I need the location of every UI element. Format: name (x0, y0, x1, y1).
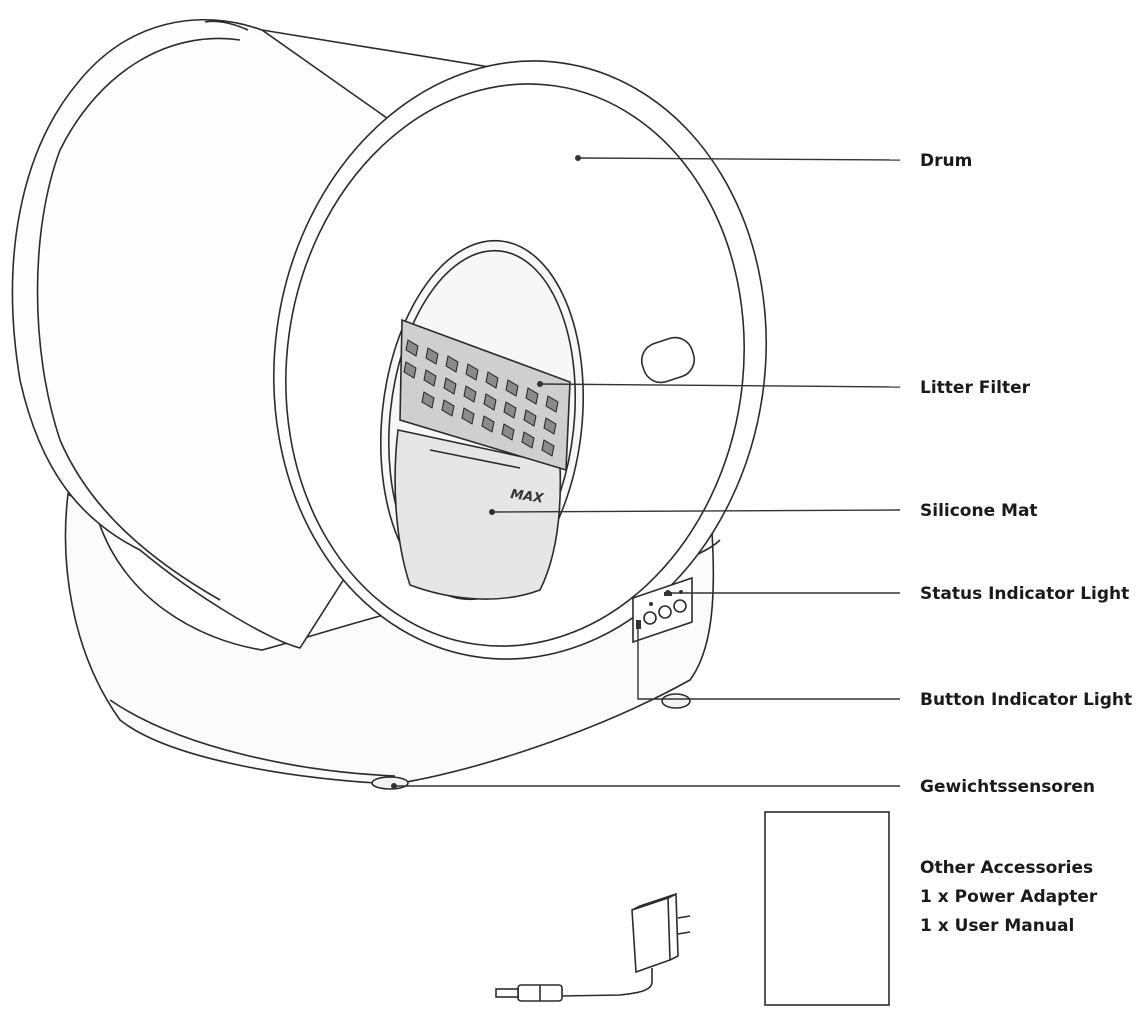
silicone-mat (394, 429, 562, 600)
litter-filter (399, 318, 571, 472)
foot-front (371, 776, 409, 790)
accessory-item: 1 x Power Adapter (920, 887, 1098, 907)
label-weight-sensors: Gewichtssensoren (920, 777, 1095, 797)
foot-right (661, 693, 691, 709)
label-status-indicator-light: Status Indicator Light (920, 584, 1129, 604)
power-adapter (495, 892, 691, 1002)
leader-lines (391, 155, 901, 789)
accessory-item: 1 x User Manual (920, 916, 1074, 936)
user-manual (764, 811, 890, 1006)
label-litter-filter: Litter Filter (920, 378, 1031, 398)
label-drum: Drum (920, 151, 972, 171)
control-button-2 (658, 605, 672, 619)
control-button-3 (673, 599, 687, 613)
label-silicone-mat: Silicone Mat (920, 501, 1038, 521)
accessories-heading: Other Accessories (920, 858, 1093, 878)
label-button-indicator-light: Button Indicator Light (920, 690, 1132, 710)
control-button-1 (643, 611, 657, 625)
drum-opening: MAX (379, 239, 585, 601)
max-marking: MAX (509, 487, 545, 507)
drum-handle (640, 336, 696, 384)
